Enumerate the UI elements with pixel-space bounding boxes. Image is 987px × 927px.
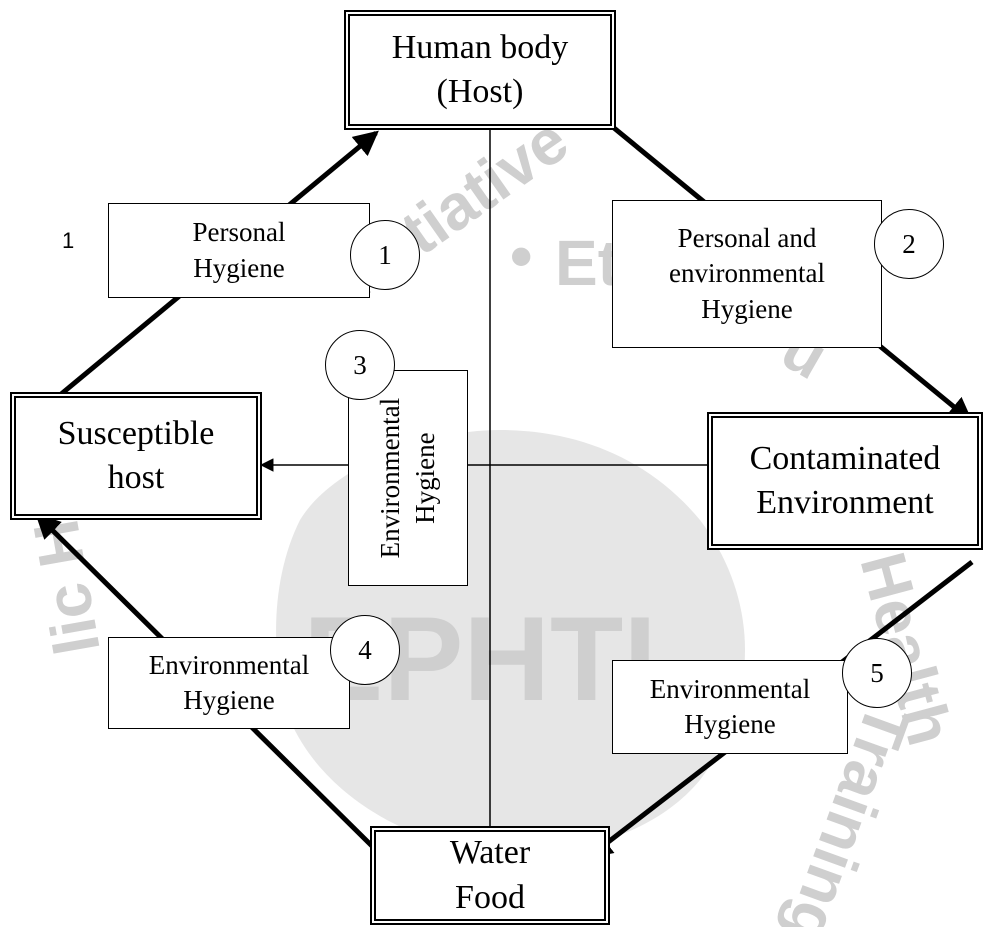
watermark-fragment: • [510, 220, 532, 292]
stray-number-label: 1 [62, 228, 75, 253]
node-human-body-host: Human body (Host) [344, 10, 616, 130]
number-circle-2: 2 [874, 209, 944, 279]
label-environmental-hygiene-vertical: Environmental Hygiene [348, 370, 468, 586]
label-personal-environmental-hygiene: Personal and environmental Hygiene [612, 200, 882, 348]
watermark-fragment: Et [555, 227, 619, 299]
node-susceptible-host: Susceptible host [10, 392, 262, 520]
label-personal-hygiene: Personal Hygiene [108, 203, 370, 298]
number-circle-5: 5 [842, 638, 912, 708]
number-circle-3: 3 [325, 330, 395, 400]
label-environmental-hygiene-right: Environmental Hygiene [612, 660, 848, 754]
node-contaminated-environment: Contaminated Environment [707, 412, 983, 550]
node-water-food: Water Food [370, 826, 610, 925]
number-circle-1: 1 [350, 220, 420, 290]
number-circle-4: 4 [330, 615, 400, 685]
label-environmental-hygiene-left: Environmental Hygiene [108, 637, 350, 729]
label-environmental-hygiene-vertical-text: Environmental Hygiene [374, 397, 440, 559]
